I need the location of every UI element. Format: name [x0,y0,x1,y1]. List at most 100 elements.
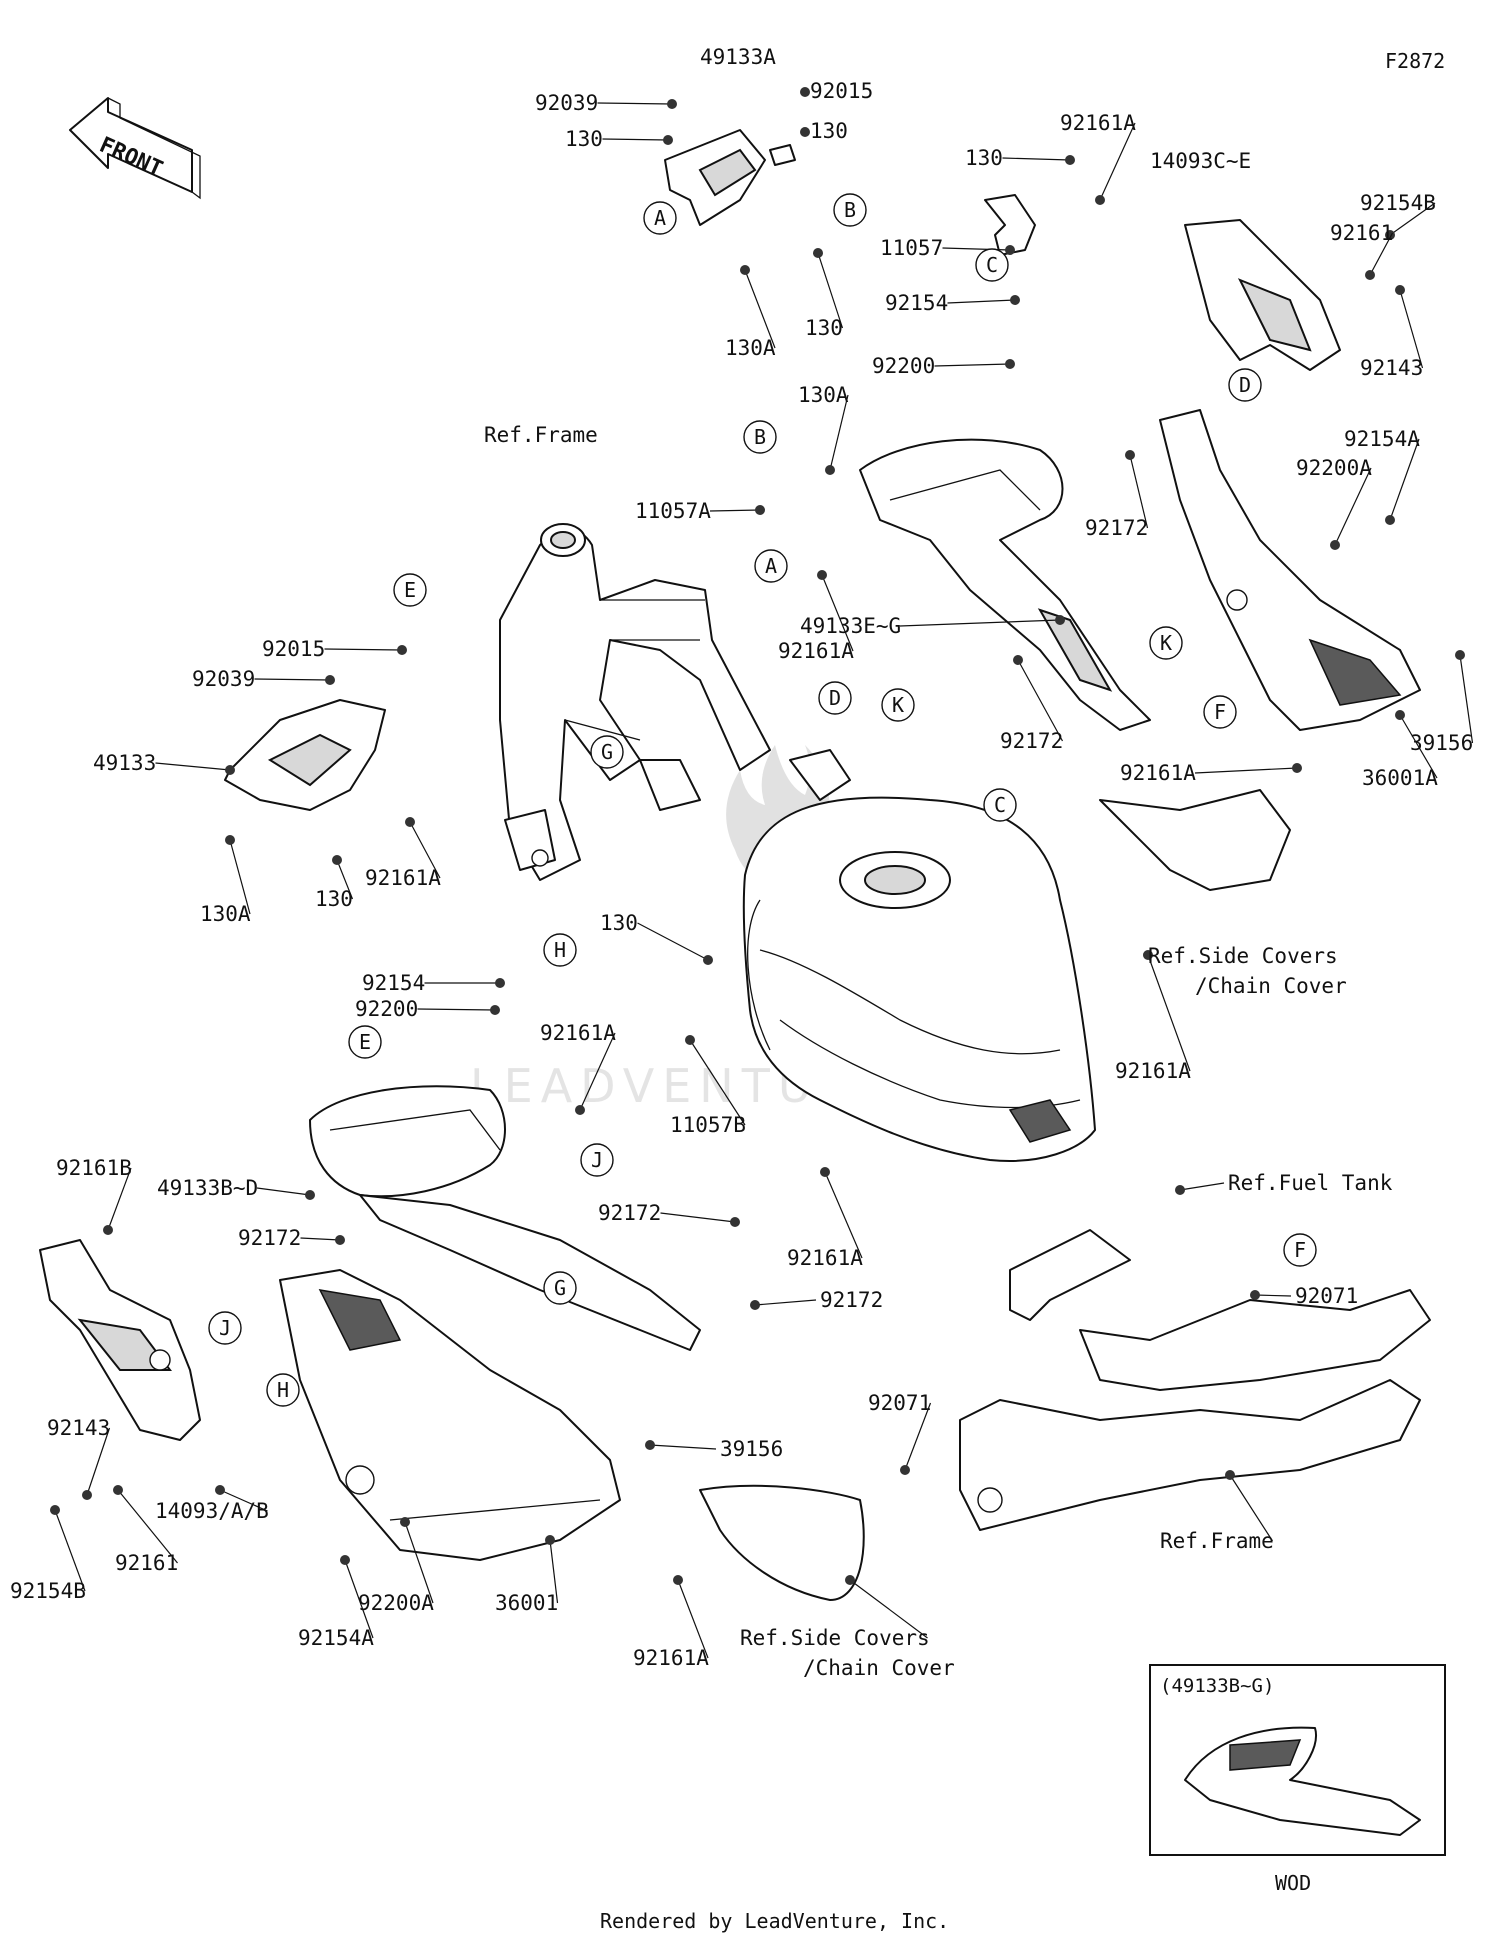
front-arrow: FRONT [69,97,201,200]
bracket-49133a [664,129,796,226]
fastener-c32 [225,835,235,845]
callout-c48: 92161A [787,1246,863,1270]
leader-c55 [117,1489,178,1564]
cover-14093c-e [1184,219,1341,371]
marker-letter-m10: K [1160,631,1172,655]
marker-letter-m16: J [591,1148,603,1172]
callout-c60: 92154A [298,1626,374,1650]
leader-c59 [549,1539,559,1604]
fastener-c58 [400,1517,410,1527]
callout-c16: 92200 [872,354,935,378]
fastener-c39 [490,1005,500,1015]
leader-c14 [1399,289,1424,369]
fastener-c5 [800,127,810,137]
inset-label: WOD [1275,1871,1311,1895]
fastener-c49 [750,1300,760,1310]
callout-c13: 92161 [1330,221,1393,245]
callout-c59: 36001 [495,1591,558,1615]
fastener-c18 [755,505,765,515]
callout-c39: 92200 [355,997,418,1021]
fastener-c42 [685,1035,695,1045]
callout-c23: 49133E~G [800,614,901,638]
fastener-c14 [1395,285,1405,295]
callout-c3: 92015 [810,79,873,103]
leader-c2 [597,102,673,105]
fastener-c9 [1095,195,1105,205]
callout-c28: 92172 [1000,729,1063,753]
footer-credit: Rendered by LeadVenture, Inc. [600,1909,949,1933]
leader-c16 [934,363,1011,367]
fastener-c41 [1143,950,1153,960]
fastener-c30 [1395,710,1405,720]
callout-c29: 39156 [1410,731,1473,755]
callout-c46: 92172 [598,1201,661,1225]
leader-c33 [336,859,354,900]
callout-c19: Ref.Frame [484,423,598,447]
fastener-c55 [113,1485,123,1495]
leader-c13 [1369,232,1394,276]
leader-c41 [1147,954,1191,1072]
fastener-c6 [740,265,750,275]
fastener-c21 [1385,515,1395,525]
leader-c48 [824,1171,863,1259]
marker-m16: J [580,1143,614,1177]
callout-c38: 130 [600,911,638,935]
leader-c18 [709,509,761,512]
leader-c6 [744,269,776,349]
marker-m20: F [1283,1233,1317,1267]
callout-c40: 92161A [540,1021,616,1045]
fastener-c52 [82,1490,92,1500]
marker-m15: E [348,1025,382,1059]
callout-c61: 92161A [633,1646,709,1670]
marker-m11: F [1203,695,1237,729]
callout-c26: 92039 [192,667,255,691]
callout-c24: 92161A [778,639,854,663]
leader-c30 [1399,714,1438,779]
main-frame [499,523,851,881]
callout-c50: 92071 [1295,1284,1358,1308]
figure-code: F2872 [1385,49,1445,73]
callout-c30: 36001A [1362,766,1438,790]
leader-c61 [677,1579,709,1659]
leader-c22 [1334,467,1372,546]
callout-c7: 130 [805,316,843,340]
fastener-c16 [1005,359,1015,369]
fastener-c27 [225,765,235,775]
callout-c34: 92161A [365,866,441,890]
leader-c47 [300,1237,341,1241]
fastener-c29 [1455,650,1465,660]
leader-c51 [904,1402,932,1471]
leader-c40 [579,1032,616,1111]
marker-m17: J [208,1311,242,1345]
inset-caption: (49133B~G) [1160,1675,1274,1697]
fastener-c25 [397,645,407,655]
fastener-c47 [335,1235,345,1245]
leader-c31 [1194,767,1298,774]
marker-letter-m20: F [1294,1238,1306,1262]
fastener-c48 [820,1167,830,1177]
marker-letter-m13: C [994,793,1006,817]
marker-m1: A [643,201,677,235]
callout-c56: Ref.Frame [1160,1529,1274,1553]
marker-m9: K [881,688,915,722]
marker-letter-m12: G [601,740,613,764]
fastener-c37 [495,978,505,988]
callout-c9: 92161A [1060,111,1136,135]
marker-m5: B [743,420,777,454]
leader-c44 [256,1187,311,1196]
callout-c5: 130 [810,119,848,143]
leader-c7 [817,252,844,329]
fastener-c40 [575,1105,585,1115]
marker-m2: B [833,193,867,227]
callout-c57: 92154B [10,1579,86,1603]
cowl-49133 [224,699,386,811]
fastener-c24 [817,570,827,580]
fastener-c60 [340,1555,350,1565]
inset-box [1149,1664,1446,1856]
callout-c53: 39156 [720,1437,783,1461]
marker-m19: H [266,1373,300,1407]
leader-c60 [344,1559,374,1639]
callout-c45: Ref.Fuel Tank [1228,1171,1393,1195]
leader-c45 [1179,1182,1225,1191]
